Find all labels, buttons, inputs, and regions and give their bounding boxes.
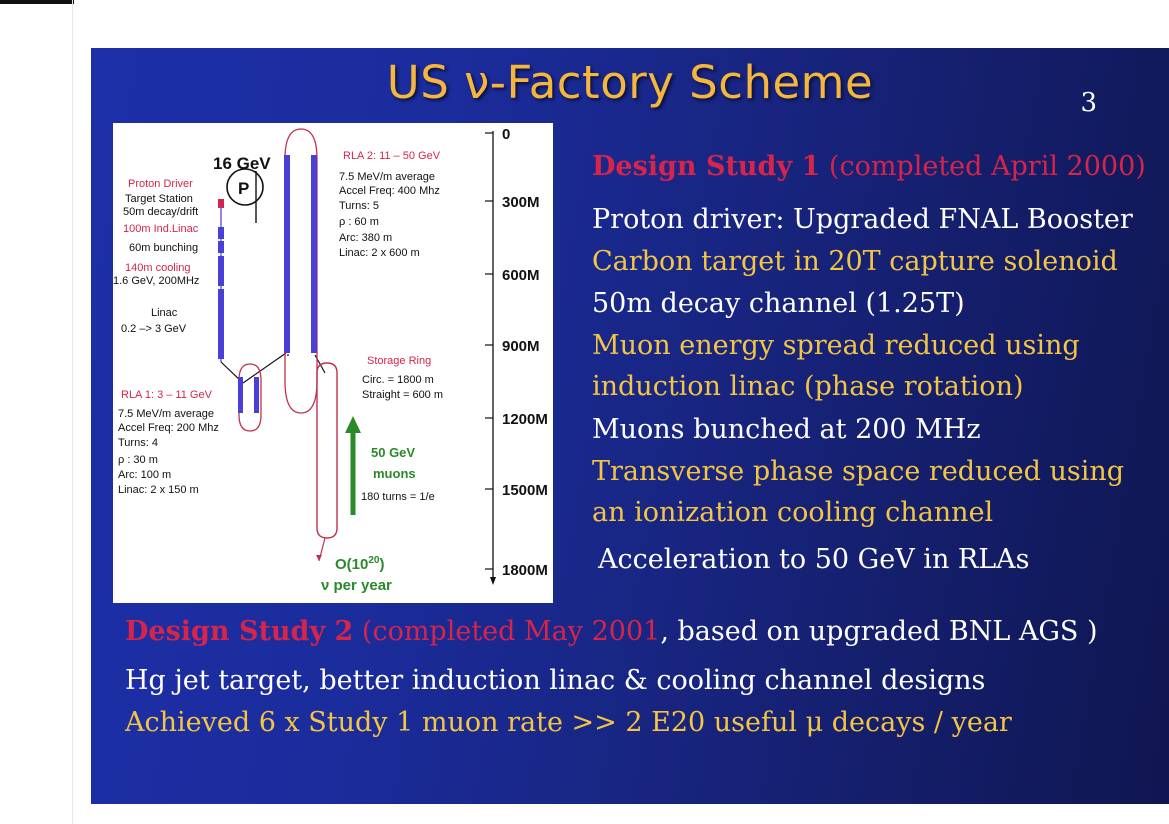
bunching-label: 60m bunching	[129, 242, 198, 254]
rla2-line: 7.5 MeV/m average	[339, 171, 435, 183]
neutrino-beam-arrow	[316, 555, 322, 561]
induction-linac-segment-2	[218, 241, 224, 253]
storage-ring-title: Storage Ring	[367, 355, 431, 367]
study1-item: Acceleration to 50 GeV in RLAs	[598, 544, 1030, 575]
rla1-linac-left	[238, 377, 243, 413]
scale-axis-arrow	[490, 577, 496, 585]
scale-tick-label: 0	[502, 126, 510, 143]
rla2-line: Arc: 380 m	[339, 232, 392, 244]
rla2-line: Linac: 2 x 600 m	[339, 247, 420, 259]
rla1-title: RLA 1: 3 – 11 GeV	[121, 389, 213, 401]
study1-item: Proton driver: Upgraded FNAL Booster	[592, 204, 1133, 235]
linac-range-label: 0.2 –> 3 GeV	[121, 323, 187, 335]
rla1-line: Linac: 2 x 150 m	[118, 484, 199, 496]
rla2-line: Turns: 5	[339, 200, 379, 212]
cooling-linac-segment	[218, 289, 224, 359]
per-year-label: ν per year	[321, 577, 392, 594]
storage-ring-line: Circ. = 1800 m	[362, 374, 434, 386]
study1-item: 50m decay channel (1.25T)	[592, 288, 965, 319]
decay-drift-label: 50m decay/drift	[123, 206, 198, 218]
flux-exponent: 20	[368, 555, 380, 566]
scale-tick-label: 900M	[502, 338, 540, 355]
target-station-marker	[218, 199, 224, 208]
facility-diagram-panel: P	[113, 123, 553, 603]
study2-status: (completed May 2001	[353, 616, 661, 647]
target-station-label: Target Station	[125, 193, 193, 205]
rla1-line: ρ : 30 m	[118, 454, 158, 466]
study2-line: Achieved 6 x Study 1 muon rate >> 2 E20 …	[125, 707, 1012, 738]
scan-edge-mark	[0, 0, 74, 4]
study1-item: induction linac (phase rotation)	[592, 371, 1024, 402]
rla2-linac-right	[311, 155, 317, 353]
study1-item: Transverse phase space reduced using	[592, 456, 1124, 487]
scale-tick-label: 1500M	[502, 482, 548, 499]
muons-arrow-head	[345, 416, 361, 433]
flux-label: O(1020)	[335, 555, 384, 573]
muons-label: muons	[373, 466, 416, 481]
linac-label: Linac	[151, 307, 178, 319]
ind-linac-label: 100m Ind.Linac	[123, 223, 199, 235]
slide-title: US ν-Factory Scheme	[386, 56, 874, 109]
scale-ticks	[485, 132, 493, 570]
storage-ring-line: Straight = 600 m	[362, 389, 443, 401]
rla2-line: Accel Freq: 400 Mhz	[339, 185, 440, 197]
proton-driver-ring	[226, 168, 264, 206]
rla1-line: Accel Freq: 200 Mhz	[118, 422, 219, 434]
energy-16gev-label: 16 GeV	[213, 154, 271, 173]
scale-tick-label: 1800M	[502, 562, 548, 579]
storage-ring	[316, 362, 338, 539]
rla1-line: 7.5 MeV/m average	[118, 408, 214, 420]
flux-prefix: O(10	[335, 556, 368, 573]
study2-suffix: , based on upgraded BNL AGS )	[660, 616, 1098, 647]
rla2-linac-left	[284, 155, 290, 353]
proton-symbol: P	[238, 179, 249, 198]
rla1-linac-right	[254, 377, 259, 413]
study1-item: Muons bunched at 200 MHz	[592, 414, 981, 445]
turns-note-label: 180 turns = 1/e	[361, 491, 435, 503]
study2-name: Design Study 2	[125, 616, 354, 647]
flux-suffix: )	[379, 556, 384, 573]
page-margin-line	[72, 0, 73, 824]
scale-tick-label: 300M	[502, 194, 540, 211]
study1-status: (completed April 2000)	[820, 151, 1146, 182]
scale-tick-label: 600M	[502, 267, 540, 284]
muons-energy-label: 50 GeV	[371, 445, 415, 460]
rla2-line: ρ : 60 m	[339, 216, 379, 228]
slide: US ν-Factory Scheme 3 P	[91, 48, 1169, 804]
transfer-line-rla1-rla2	[242, 352, 287, 384]
rla1-racetrack	[238, 363, 262, 432]
study2-heading: Design Study 2 (completed May 2001, base…	[125, 616, 1098, 648]
study1-item: Carbon target in 20T capture solenoid	[592, 246, 1118, 277]
induction-linac-segment	[218, 227, 224, 239]
scale-tick-label: 1200M	[502, 411, 548, 428]
study2-line: Hg jet target, better induction linac & …	[125, 665, 986, 696]
study1-item: Muon energy spread reduced using	[592, 330, 1080, 361]
rla2-title: RLA 2: 11 – 50 GeV	[343, 150, 441, 162]
rla1-line: Arc: 100 m	[118, 469, 171, 481]
page-number: 3	[1080, 88, 1097, 118]
proton-driver-label: Proton Driver	[128, 178, 193, 190]
study1-name: Design Study 1	[592, 151, 821, 182]
facility-diagram: P	[113, 126, 548, 594]
cooling-spec-label: 1.6 GeV, 200MHz	[113, 275, 199, 287]
study1-item: an ionization cooling channel	[592, 497, 994, 528]
bunching-segment	[218, 256, 224, 286]
study1-heading: Design Study 1 (completed April 2000)	[592, 151, 1146, 183]
cooling-label: 140m cooling	[125, 262, 190, 274]
rla1-line: Turns: 4	[118, 437, 158, 449]
